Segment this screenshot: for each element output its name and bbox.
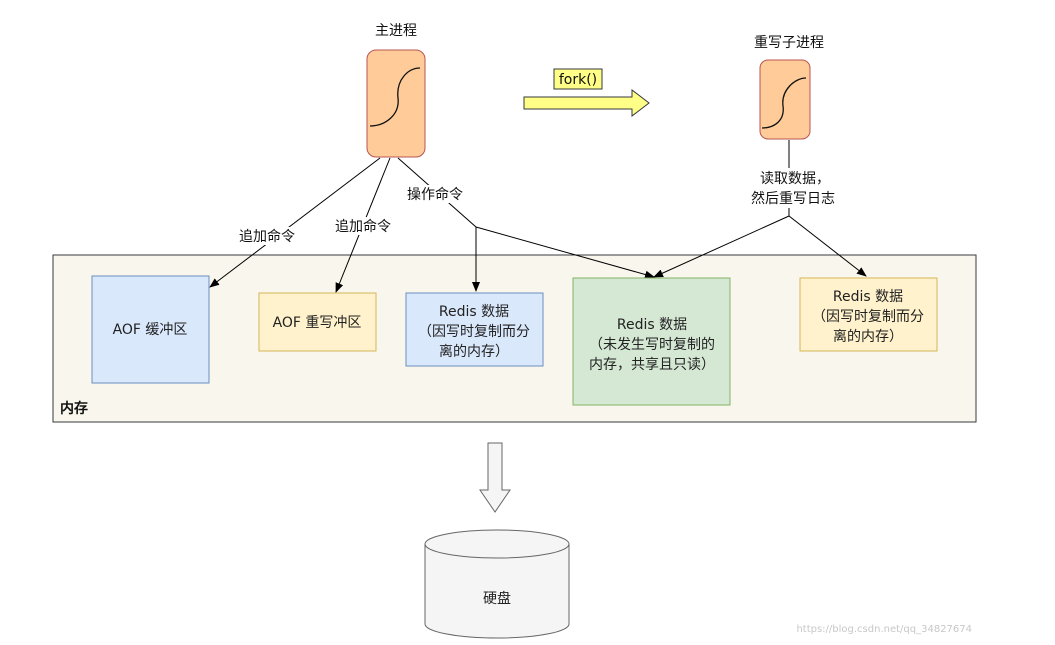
watermark: https://blog.csdn.net/qq_34827674 [796, 624, 972, 635]
redis-data-left-box[interactable] [405, 292, 544, 367]
edge-child-to-redis-right [788, 215, 867, 277]
edge-label-op: 操作命令 [407, 186, 463, 203]
aof-buffer-label: AOF 缓冲区 [113, 322, 188, 338]
aof-rewrite-buffer-box[interactable] [258, 292, 377, 352]
memory-to-disk-arrow [479, 442, 511, 513]
child-process-s-icon [761, 77, 807, 129]
redis-data-shared-line1: Redis 数据 [617, 317, 687, 333]
disk-label: 硬盘 [483, 590, 511, 607]
edge-label-read-line2: 然后重写日志 [751, 190, 835, 207]
redis-data-shared-box[interactable] [572, 277, 731, 406]
disk-cylinder[interactable] [424, 529, 570, 639]
redis-data-left-line1: Redis 数据 [439, 304, 509, 320]
fork-arrow [523, 88, 650, 118]
aof-buffer-box[interactable] [91, 275, 210, 384]
child-process-label: 重写子进程 [754, 35, 824, 51]
main-process-label: 主进程 [375, 23, 417, 39]
edge-main-to-aof-buffer [209, 157, 381, 288]
redis-data-left-line2: （因写时复制而分 [418, 323, 530, 340]
redis-data-left-line3: 离的内存） [439, 343, 509, 360]
redis-data-shared-line2: （未发生写时复制的 [589, 336, 715, 353]
redis-data-right-line2: （因写时复制而分 [812, 308, 924, 325]
memory-label: 内存 [60, 400, 88, 417]
fork-label: fork() [559, 72, 597, 88]
main-process-node[interactable] [366, 49, 426, 158]
edge-label-read-line1: 读取数据， [760, 170, 830, 187]
fork-label-box [553, 68, 603, 90]
edge-op-to-redis-shared [475, 226, 655, 279]
aof-rewrite-buffer-label: AOF 重写冲区 [273, 315, 362, 331]
redis-data-right-box[interactable] [799, 277, 938, 352]
edge-child-to-redis-shared [653, 215, 790, 278]
redis-data-shared-line3: 内存，共享且只读） [589, 356, 715, 373]
redis-data-right-line1: Redis 数据 [833, 289, 903, 305]
edge-label-append-1: 追加命令 [239, 228, 295, 245]
redis-data-right-line3: 离的内存） [833, 328, 903, 345]
main-process-s-icon [369, 67, 421, 127]
edge-label-append-2: 追加命令 [335, 218, 391, 235]
